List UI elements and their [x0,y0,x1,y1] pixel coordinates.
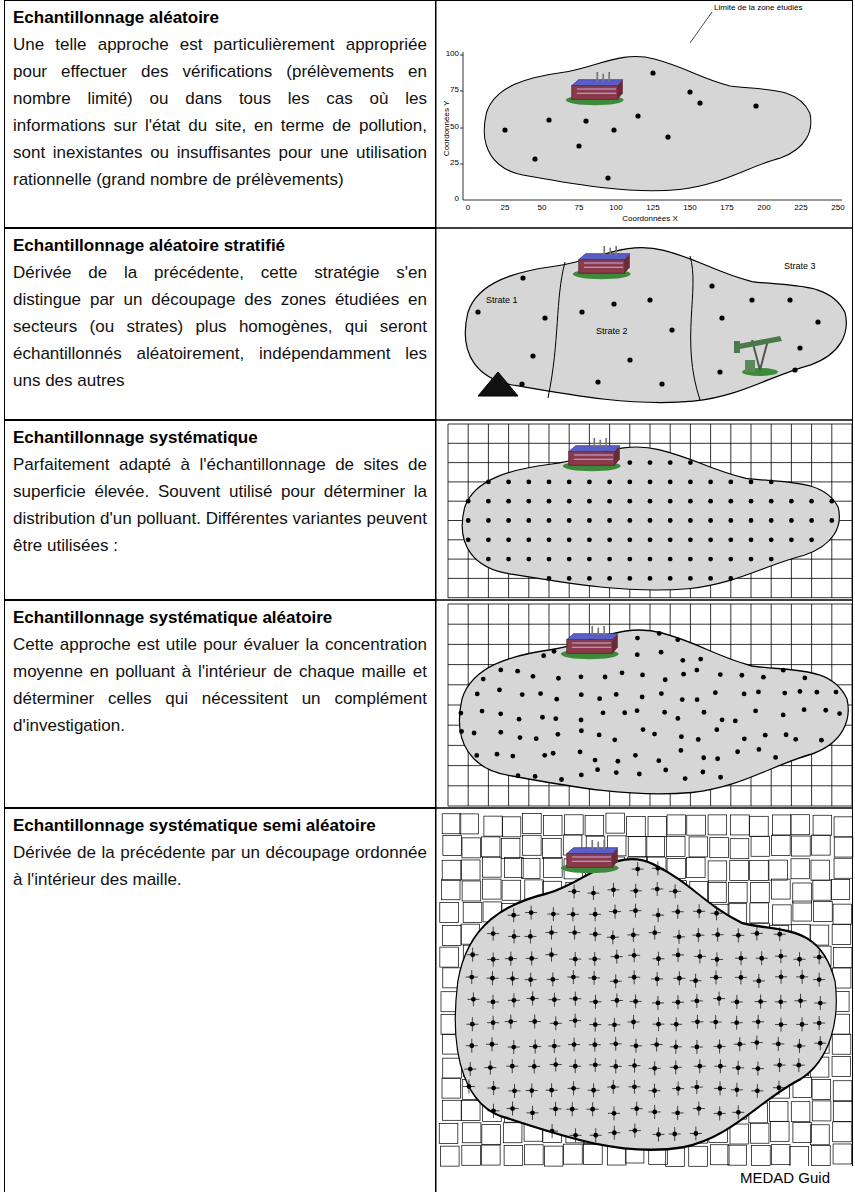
table-cell: Echantillonnage systématique semi aléato… [4,808,436,1192]
axis-label: Limite de la zone étudiés [714,4,803,13]
axis-label: 225 [794,204,807,213]
table-cell: Echantillonnage aléatoire stratifiéDériv… [4,228,436,420]
axis-label: 25 [501,204,510,213]
axis-label: 175 [720,204,733,213]
oil-pump-icon [734,336,782,376]
axis-label: 100 [609,204,622,213]
cell-body: Cette approche est utile pour évaluer la… [13,631,427,739]
axis-label: 100 [446,50,459,59]
table-cell: Echantillonnage systématiqueParfaitement… [4,420,436,600]
table-cell: Echantillonnage systématique aléatoireCe… [4,600,436,808]
axis-label: Coordonnées X [622,215,678,224]
cell-body: Parfaitement adapté à l'échantillonnage … [13,451,427,559]
axis-label: 200 [757,204,770,213]
cell-heading: Echantillonnage aléatoire [13,4,427,31]
axis-label: 75 [450,86,459,95]
cell-body: Dérivée de la précédente, cette stratégi… [13,259,427,394]
table-cell: Echantillonnage aléatoireUne telle appro… [4,0,436,228]
axis-label: 150 [683,204,696,213]
axis-label: 0 [455,195,459,204]
cell-heading: Echantillonnage systématique aléatoire [13,604,427,631]
axis-label: 25 [450,159,459,168]
table-frame [436,1,853,1192]
semi-random-grid [439,813,853,1166]
axis-label: 75 [575,204,584,213]
cell-heading: Echantillonnage systématique [13,424,427,451]
cell-heading: Echantillonnage systématique semi aléato… [13,812,427,839]
systematic-random-grid [448,604,852,806]
cell-heading: Echantillonnage aléatoire stratifié [13,232,427,259]
random-sampling-chart [460,12,842,200]
stratum-label: Strate 3 [784,262,816,272]
stratum-label: Strate 2 [596,327,628,337]
axis-label: 125 [646,204,659,213]
source-note: MEDAD Guid [740,1170,830,1187]
axis-label: 50 [450,123,459,132]
axis-label: 0 [466,204,470,213]
stratum-label: Strate 1 [486,296,518,306]
axis-label: 50 [538,204,547,213]
systematic-grid [448,424,852,598]
stratified-sampling-map [465,246,846,403]
cell-body: Une telle approche est particulièrement … [13,31,427,193]
cell-body: Dérivée de la précédente par un découpag… [13,839,427,893]
axis-label: 250 [831,204,844,213]
